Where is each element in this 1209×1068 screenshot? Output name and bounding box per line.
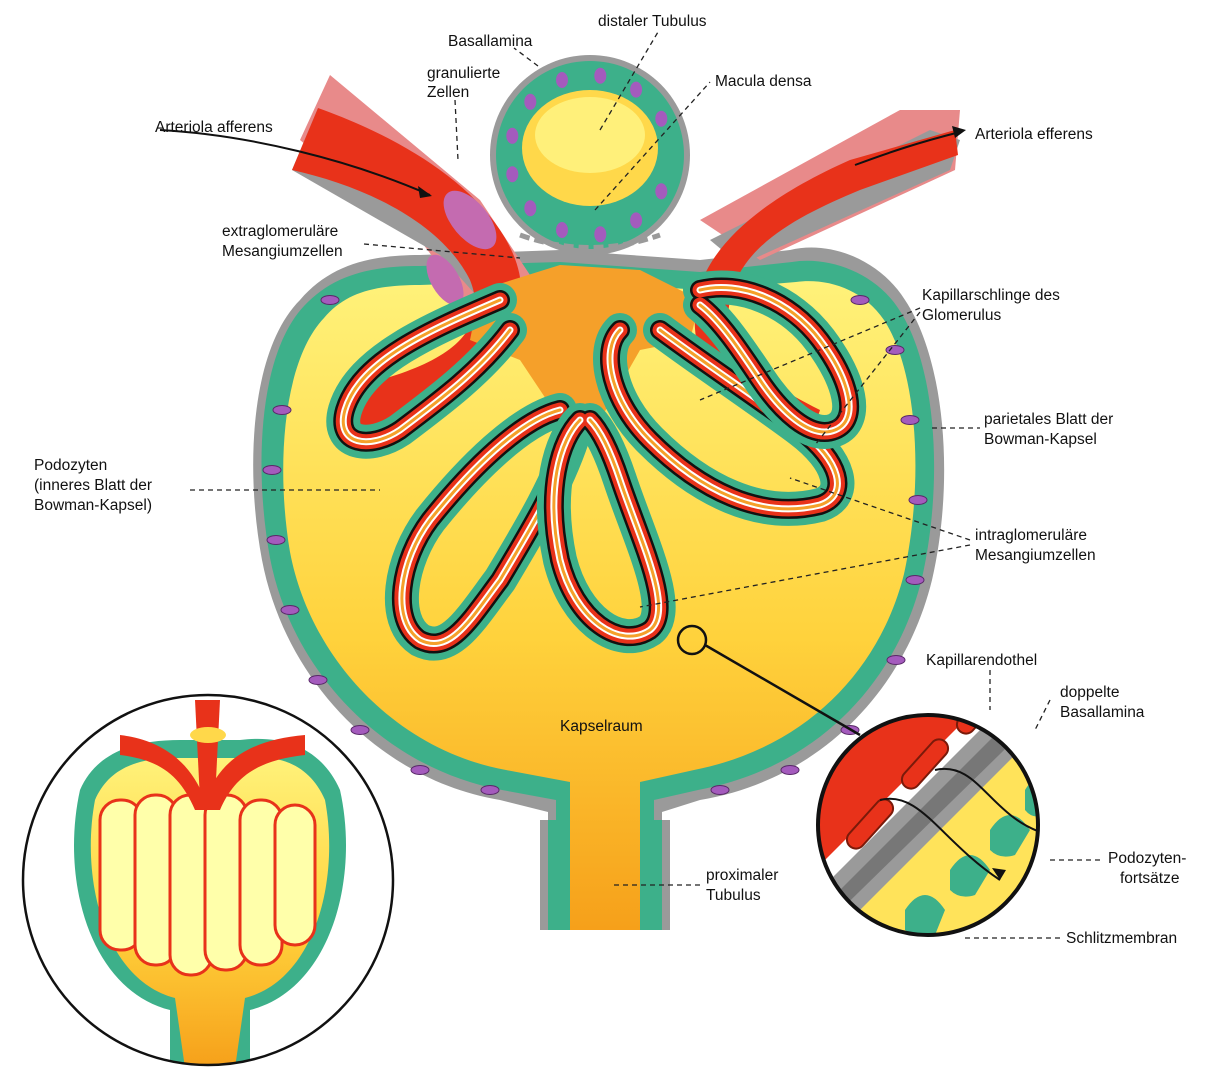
parietal-nucleus — [321, 296, 339, 305]
tubulus-nucleus — [556, 222, 568, 238]
label-distaler-tubulus: distaler Tubulus — [598, 13, 707, 30]
label-macula-densa: Macula densa — [715, 73, 812, 90]
tubulus-nucleus — [524, 94, 536, 110]
label-kapillarendothel: Kapillarendothel — [926, 652, 1037, 669]
label-granulierte-2: Zellen — [427, 84, 469, 101]
label-podozytenfortsaetze-1: Podozyten- — [1108, 850, 1186, 867]
inset-glomerulus-overview — [23, 695, 393, 1068]
label-podozyten-3: Bowman-Kapsel) — [34, 497, 152, 514]
label-doppelte-2: Basallamina — [1060, 704, 1145, 721]
parietal-nucleus — [273, 406, 291, 415]
label-kapillarschlinge-1: Kapillarschlinge des — [922, 287, 1060, 304]
label-podozyten-2: (inneres Blatt der — [34, 477, 152, 494]
label-granulierte-1: granulierte — [427, 65, 500, 82]
parietal-nucleus — [263, 466, 281, 475]
parietal-nucleus — [781, 766, 799, 775]
label-kapselraum: Kapselraum — [560, 718, 643, 735]
label-parietales-2: Bowman-Kapsel — [984, 431, 1097, 448]
parietal-nucleus — [481, 786, 499, 795]
tubulus-nucleus — [506, 128, 518, 144]
tubulus-nucleus — [556, 72, 568, 88]
parietal-nucleus — [711, 786, 729, 795]
label-arteriola-efferens: Arteriola efferens — [975, 126, 1093, 143]
label-arteriola-afferens: Arteriola afferens — [155, 119, 273, 136]
label-parietales-1: parietales Blatt der — [984, 411, 1113, 428]
label-intraglom-1: intraglomeruläre — [975, 527, 1087, 544]
tubulus-nucleus — [655, 183, 667, 199]
label-podozyten-1: Podozyten — [34, 457, 107, 474]
tubulus-nucleus — [506, 166, 518, 182]
parietal-nucleus — [309, 676, 327, 685]
leader-basallamina — [514, 48, 538, 66]
label-podozytenfortsaetze-2: fortsätze — [1120, 870, 1179, 887]
leader-doppelte-basallamina — [1035, 700, 1050, 730]
label-intraglom-2: Mesangiumzellen — [975, 547, 1096, 564]
tubulus-nucleus — [594, 226, 606, 242]
parietal-nucleus — [281, 606, 299, 615]
tubulus-nucleus — [655, 111, 667, 127]
parietal-nucleus — [411, 766, 429, 775]
label-basallamina: Basallamina — [448, 33, 533, 50]
tubulus-nucleus — [630, 212, 642, 228]
parietal-nucleus — [886, 346, 904, 355]
label-extraglom-2: Mesangiumzellen — [222, 243, 343, 260]
parietal-nucleus — [901, 416, 919, 425]
label-proximaler-1: proximaler — [706, 867, 778, 884]
label-schlitzmembran: Schlitzmembran — [1066, 930, 1177, 947]
label-kapillarschlinge-2: Glomerulus — [922, 307, 1001, 324]
tubulus-nucleus — [524, 200, 536, 216]
label-extraglom-1: extraglomeruläre — [222, 223, 338, 240]
parietal-nucleus — [351, 726, 369, 735]
distaler-tubulus — [490, 55, 690, 255]
parietal-nucleus — [851, 296, 869, 305]
tubulus-nucleus — [630, 82, 642, 98]
label-doppelte-1: doppelte — [1060, 684, 1119, 701]
label-proximaler-2: Tubulus — [706, 887, 761, 904]
tubulus-nucleus — [594, 68, 606, 84]
parietal-nucleus — [906, 576, 924, 585]
parietal-nucleus — [909, 496, 927, 505]
parietal-nucleus — [887, 656, 905, 665]
parietal-nucleus — [267, 536, 285, 545]
leader-granulierte — [455, 100, 458, 160]
